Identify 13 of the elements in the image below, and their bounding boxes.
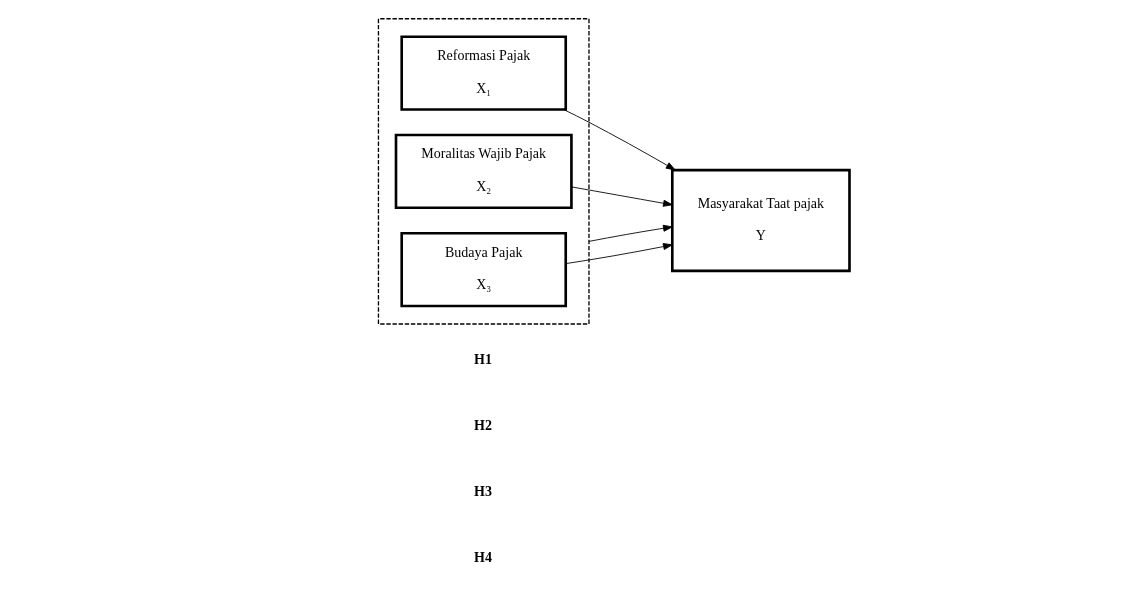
node-box: Budaya Pajak X₃ [400,231,568,308]
label: H4 [474,548,492,565]
arrow [565,243,673,265]
node-box: Reformasi Pajak X₁ [400,35,568,111]
label: H2 [474,416,492,433]
arrow [563,109,676,171]
node-box: Moralitas Wajib Pajak X₂ [394,133,573,210]
label: H3 [474,482,492,499]
cluster [377,18,590,325]
label: H1 [474,351,492,368]
node-box: Masyarakat Taat pajak Y [671,168,851,273]
arrow [571,186,673,207]
arrow [588,224,673,242]
